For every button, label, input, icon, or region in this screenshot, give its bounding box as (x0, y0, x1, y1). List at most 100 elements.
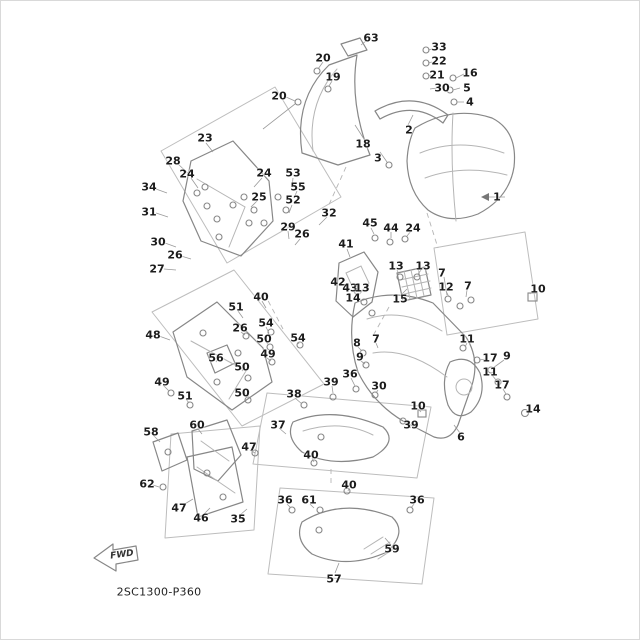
part-callout-18: 18 (355, 137, 371, 151)
part-callout-15: 15 (392, 292, 408, 306)
part-details (190, 68, 508, 560)
part-callout-13: 13 (388, 259, 404, 273)
part-callout-52: 52 (285, 193, 301, 207)
hardware (159, 46, 538, 534)
part-callout-36: 36 (342, 367, 358, 381)
part-callout-44: 44 (383, 221, 399, 235)
part-callout-7: 7 (372, 332, 380, 346)
part-callout-61: 61 (301, 493, 317, 507)
part-callout-13: 13 (354, 281, 370, 295)
part-callout-49: 49 (260, 347, 276, 361)
part-callout-51: 51 (177, 389, 193, 403)
part-callout-21: 21 (429, 68, 445, 82)
diagram-code: 2SC1300-P360 (116, 585, 202, 599)
part-callout-16: 16 (462, 66, 478, 80)
inner-panel (182, 140, 274, 257)
small-bracket (206, 344, 236, 374)
part-callout-62: 62 (139, 477, 155, 491)
part-callout-29: 29 (280, 220, 296, 234)
part-callout-37: 37 (270, 418, 286, 432)
part-callout-17: 17 (494, 378, 510, 392)
part-callout-25: 25 (251, 190, 267, 204)
part-callout-56: 56 (208, 351, 224, 365)
part-callout-6: 6 (457, 430, 465, 444)
mid-panel (289, 414, 390, 463)
part-callout-50: 50 (234, 386, 250, 400)
panel-46 (186, 446, 244, 518)
part-callout-2: 2 (405, 123, 413, 137)
part-callout-45: 45 (362, 216, 378, 230)
side-cowl (351, 294, 476, 439)
part-callout-47: 47 (171, 501, 187, 515)
part-callout-31: 31 (141, 205, 157, 219)
part-callout-14: 14 (345, 291, 361, 305)
fwd-arrow-icon (93, 543, 139, 572)
part-callout-5: 5 (463, 81, 471, 95)
part-callout-58: 58 (143, 425, 159, 439)
part-callout-10: 10 (410, 399, 426, 413)
part-callout-4: 4 (466, 95, 474, 109)
part-callout-27: 27 (149, 262, 165, 276)
part-callout-26: 26 (294, 227, 310, 241)
leader-lines (149, 40, 533, 574)
part-callout-40: 40 (253, 290, 269, 304)
part-callout-22: 22 (431, 54, 447, 68)
part-callout-57: 57 (326, 572, 342, 586)
part-callout-59: 59 (384, 542, 400, 556)
part-callout-24: 24 (405, 221, 421, 235)
part-callout-8: 8 (353, 336, 361, 350)
part-callout-54: 54 (258, 316, 274, 330)
part-callout-24: 24 (179, 167, 195, 181)
pad (340, 37, 368, 57)
part-callout-42: 42 (330, 275, 346, 289)
part-callout-32: 32 (321, 206, 337, 220)
windscreen (299, 54, 371, 166)
part-callout-11: 11 (459, 332, 475, 346)
panel-60 (191, 419, 242, 482)
part-callout-7: 7 (464, 279, 472, 293)
part-callout-49: 49 (154, 375, 170, 389)
part-callout-9: 9 (503, 349, 511, 363)
part-callout-26: 26 (232, 321, 248, 335)
part-callout-10: 10 (530, 282, 546, 296)
part-callout-7: 7 (438, 266, 446, 280)
part-callout-55: 55 (290, 180, 306, 194)
part-callout-28: 28 (165, 154, 181, 168)
part-callout-30: 30 (434, 81, 450, 95)
part-callout-39: 39 (403, 418, 419, 432)
arrowhead (481, 193, 489, 201)
part-callout-20: 20 (271, 89, 287, 103)
part-callout-43: 43 (342, 281, 358, 295)
part-callout-50: 50 (234, 360, 250, 374)
part-callout-54: 54 (290, 331, 306, 345)
part-callout-60: 60 (189, 418, 205, 432)
part-callout-1: 1 (493, 190, 501, 204)
part-callout-41: 41 (338, 237, 354, 251)
part-outlines (93, 37, 516, 572)
part-callout-34: 34 (141, 180, 157, 194)
mesh (396, 266, 432, 302)
part-callout-40: 40 (341, 478, 357, 492)
bracket (335, 251, 379, 318)
part-callout-51: 51 (228, 300, 244, 314)
left-panel (172, 301, 273, 411)
part-callout-14: 14 (525, 402, 541, 416)
part-callout-19: 19 (325, 70, 341, 84)
part-callout-30: 30 (150, 235, 166, 249)
part-callout-17: 17 (482, 351, 498, 365)
part-callout-30: 30 (371, 379, 387, 393)
lower-cowl (299, 507, 400, 563)
part-callout-11: 11 (482, 365, 498, 379)
part-callout-9: 9 (356, 350, 364, 364)
part-callout-35: 35 (230, 512, 246, 526)
part-callout-53: 53 (285, 166, 301, 180)
molding (374, 100, 449, 124)
part-callout-50: 50 (256, 332, 272, 346)
part-callout-36: 36 (409, 493, 425, 507)
part-callout-63: 63 (363, 31, 379, 45)
part-callout-33: 33 (431, 40, 447, 54)
part-callout-48: 48 (145, 328, 161, 342)
